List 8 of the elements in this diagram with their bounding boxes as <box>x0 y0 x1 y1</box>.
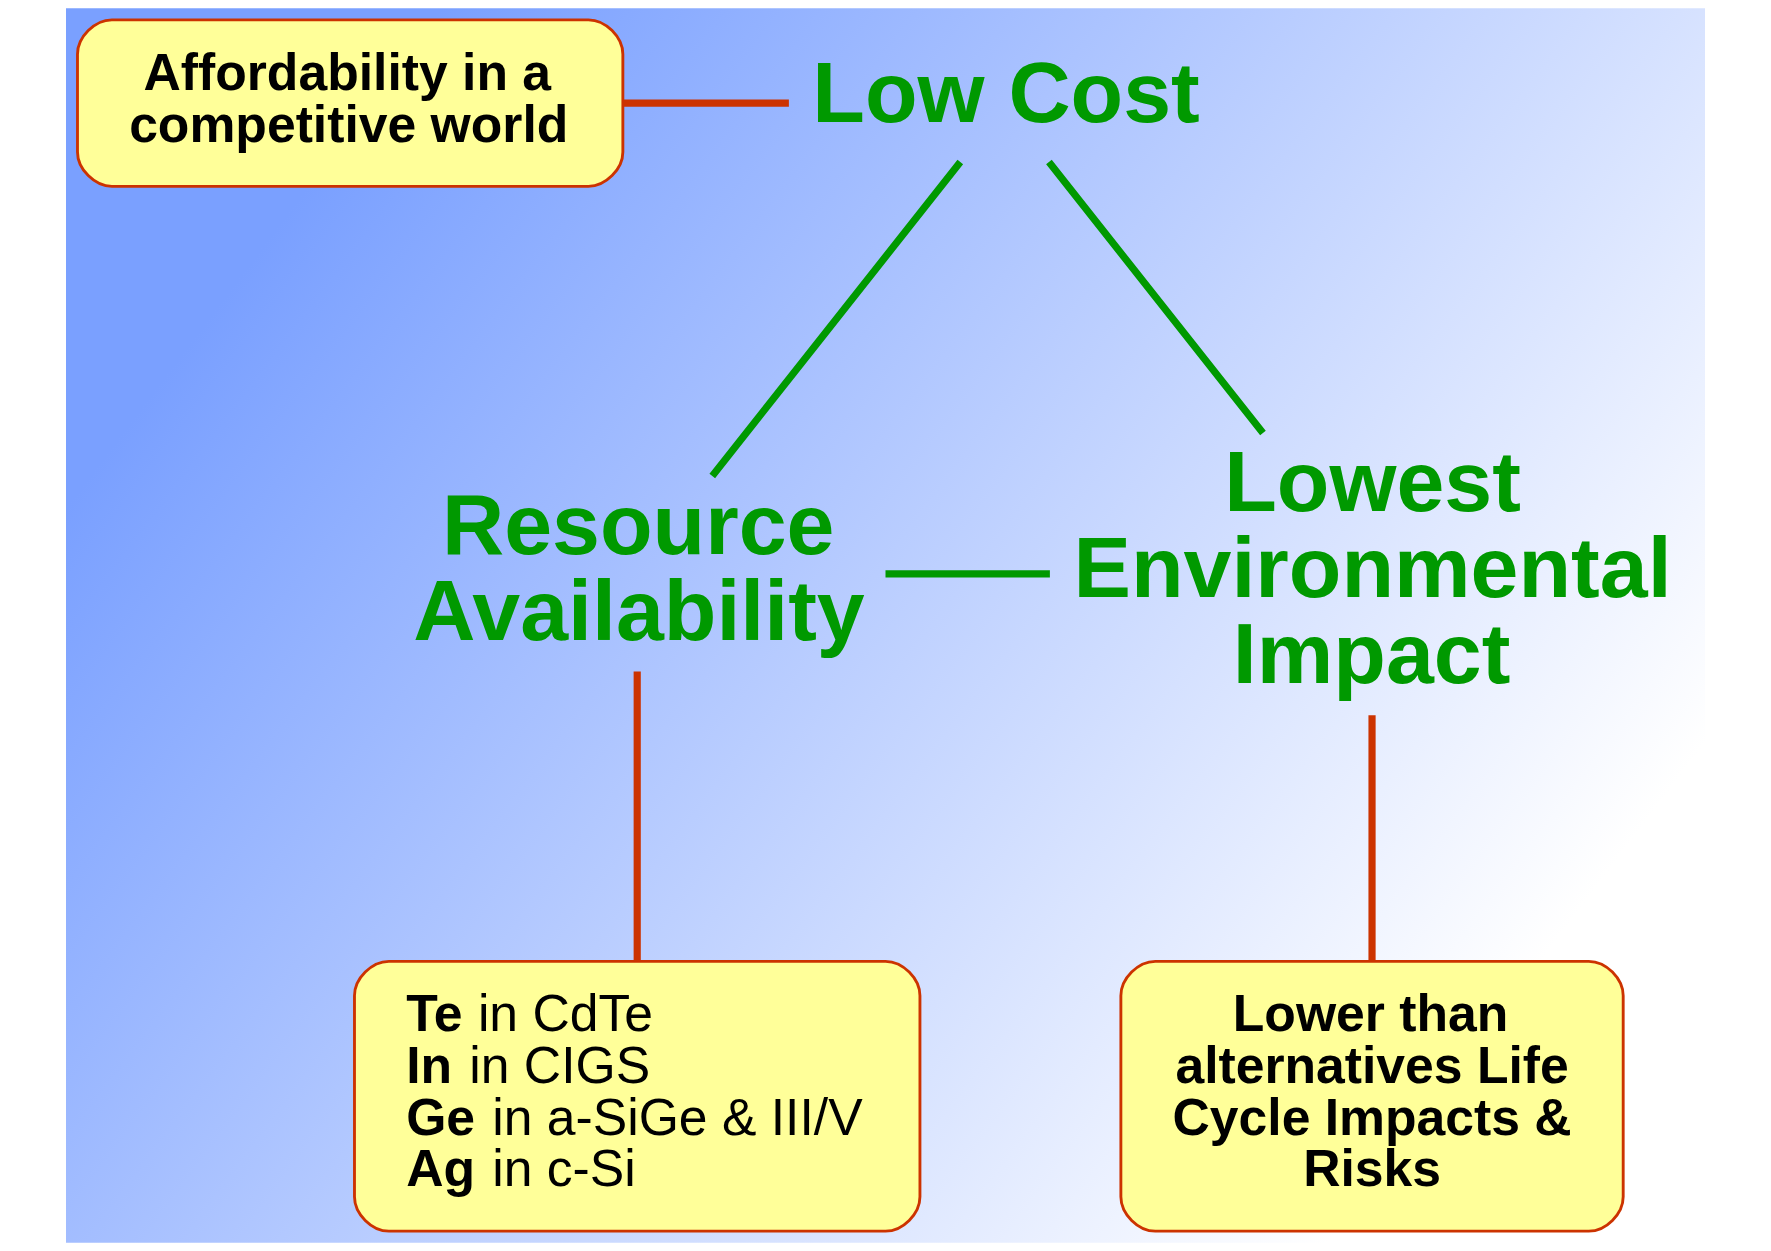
connector <box>1046 159 1266 436</box>
node-box: Affordability in a competitive world <box>76 18 625 188</box>
node-box: Te in CdTe In in CIGS Ge in a-SiGe & III/V Ag in c-Si <box>353 959 922 1233</box>
connector <box>709 159 964 479</box>
node-text: Lowest Environmental Impact <box>1073 432 1672 701</box>
node-text: Resource Availability <box>413 475 865 658</box>
node-text: Low Cost <box>812 43 1200 140</box>
node-box: Lower than alternatives Life Cycle Impacts & Risks <box>1119 959 1625 1233</box>
